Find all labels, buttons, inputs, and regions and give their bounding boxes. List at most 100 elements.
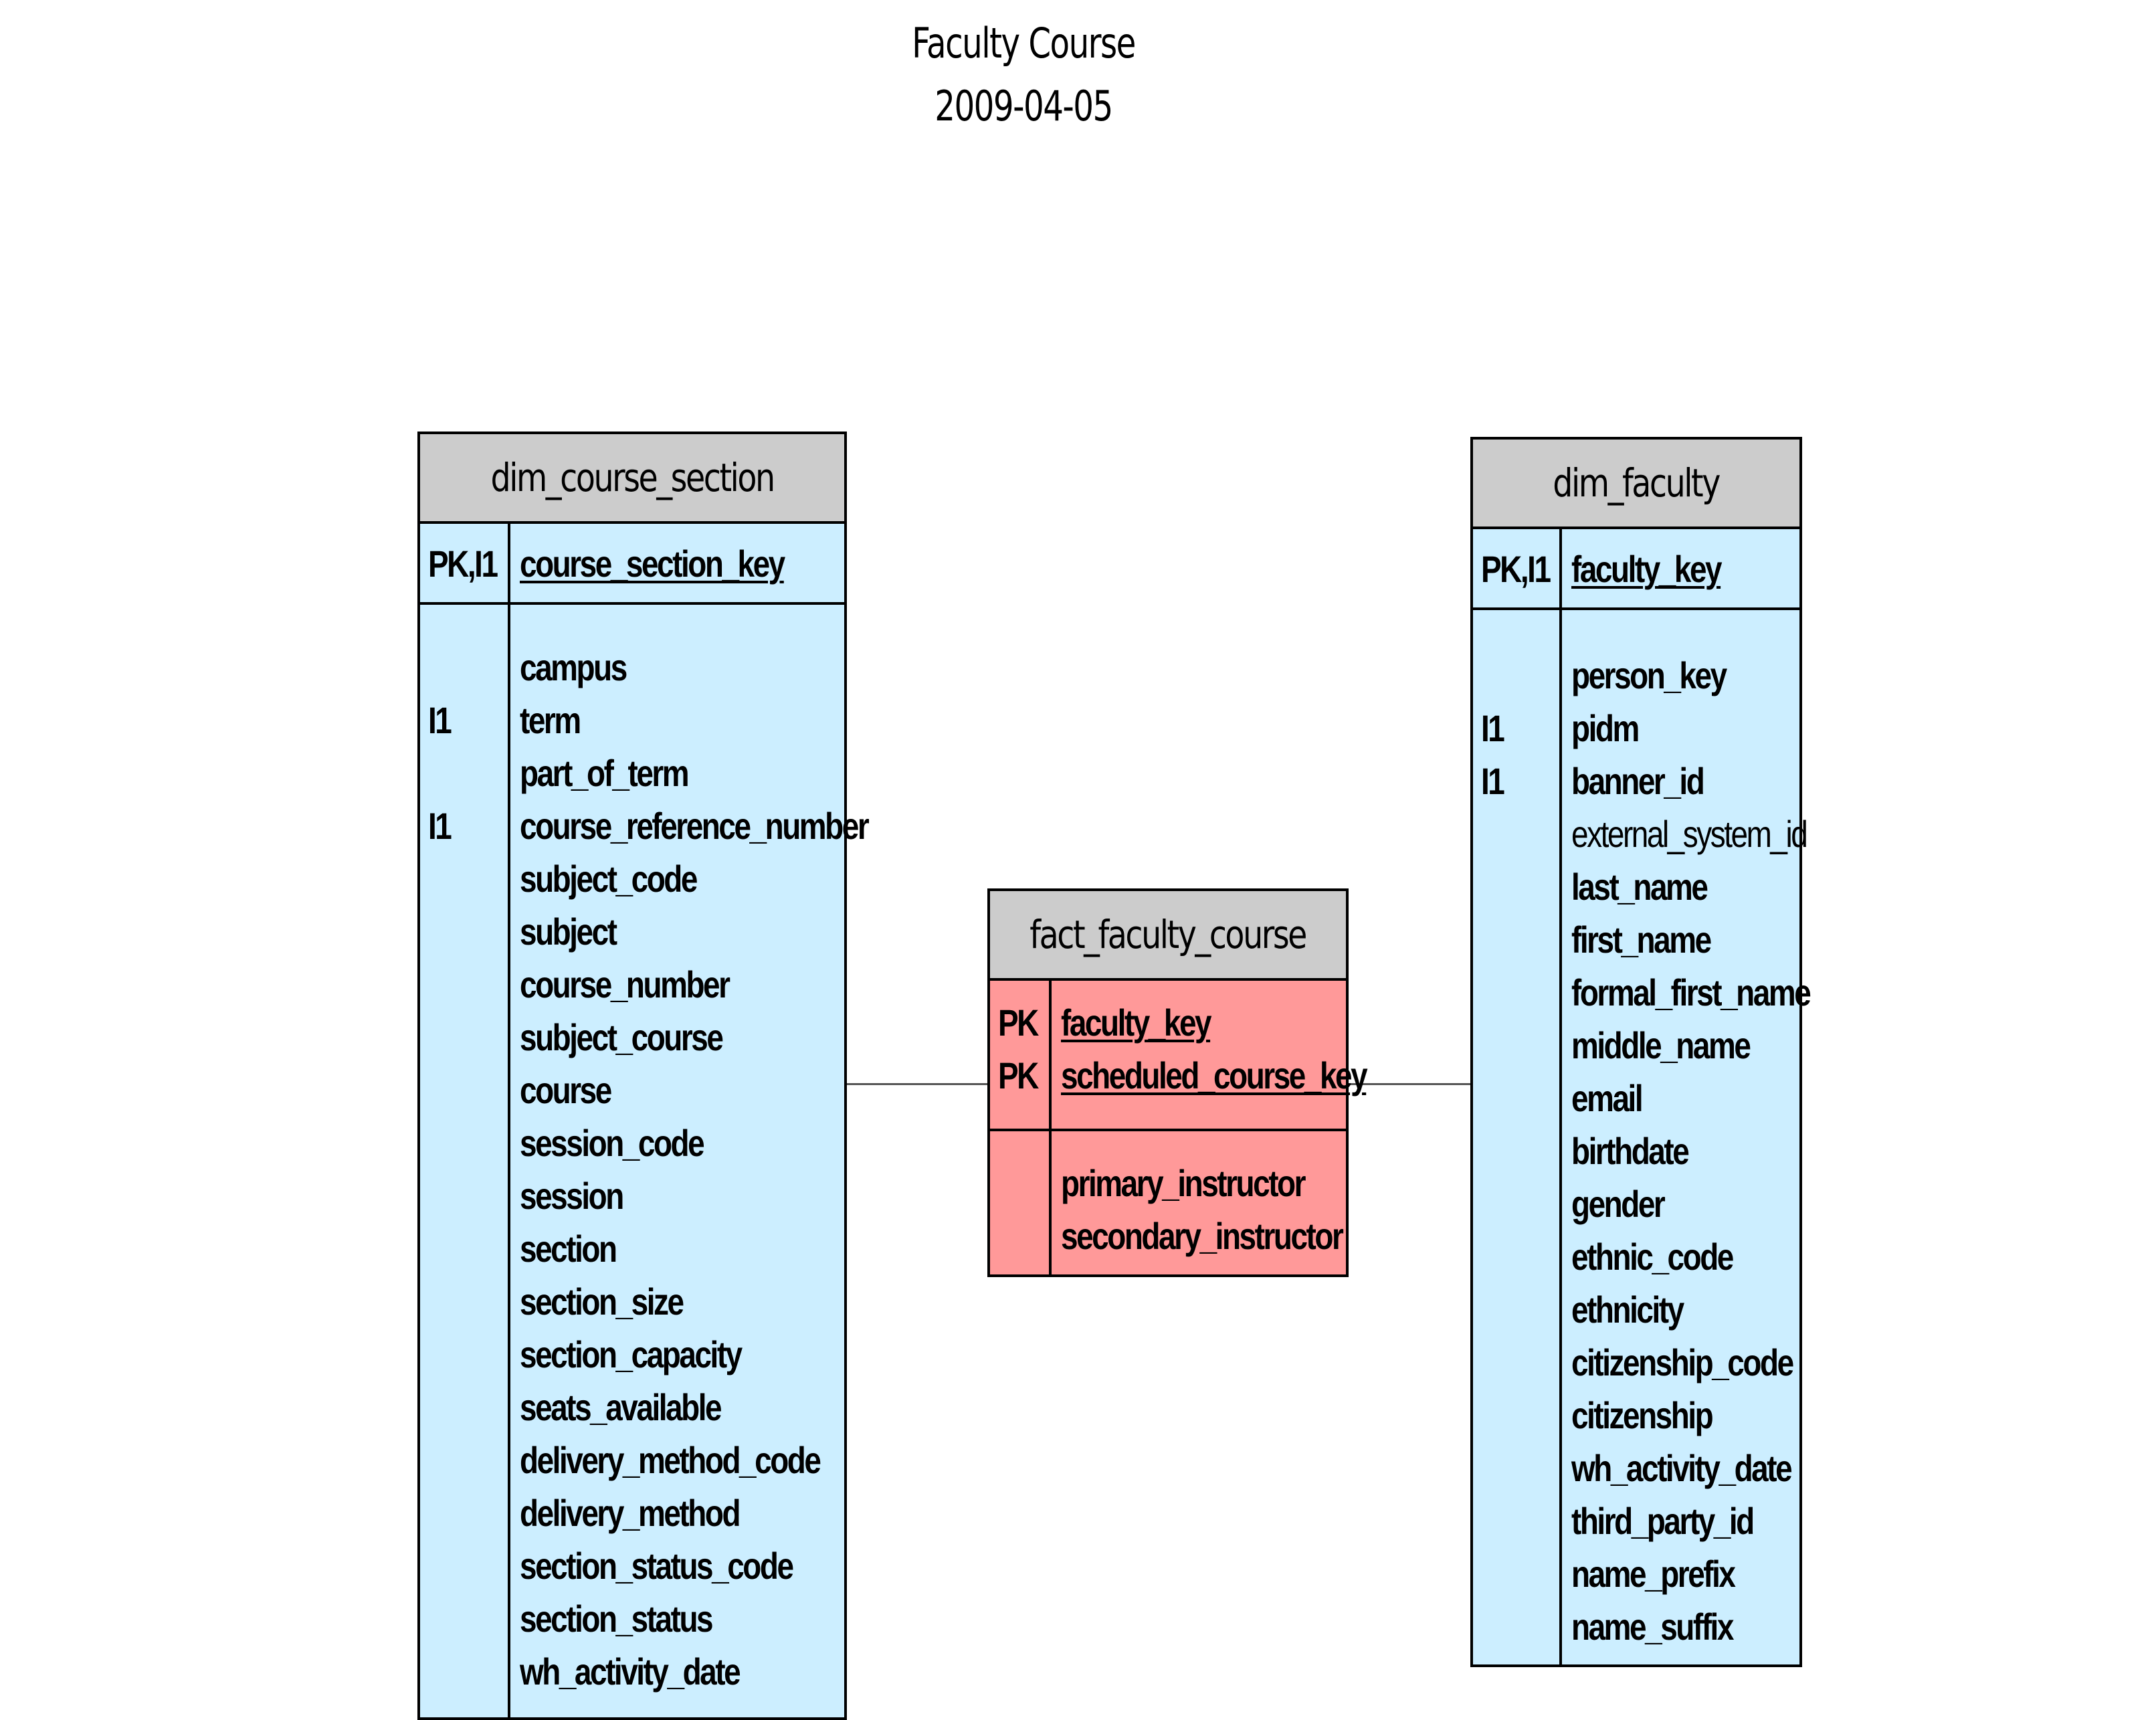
attribute-row: citizenship	[1473, 1389, 1799, 1442]
attribute-row: part_of_term	[420, 747, 844, 799]
key-marker: PK	[998, 1001, 1039, 1044]
field-name: middle_name	[1571, 1024, 1751, 1066]
entity-name: dim_course_section	[490, 455, 775, 500]
diagram-title-name: Faculty Course	[912, 19, 1136, 68]
entity-name: fact_faculty_course	[1030, 912, 1308, 957]
field-name: campus	[520, 646, 627, 688]
field-name: session_code	[520, 1122, 705, 1164]
attribute-row: section	[420, 1222, 844, 1275]
attribute-row: campus	[420, 641, 844, 694]
attribute-row: seats_available	[420, 1381, 844, 1434]
field-name: wh_activity_date	[520, 1650, 741, 1693]
field-name: citizenship	[1571, 1394, 1714, 1436]
field-name: section	[520, 1228, 617, 1270]
field-name: formal_first_name	[1571, 971, 1811, 1014]
field-name: banner_id	[1571, 760, 1705, 802]
column-divider	[1559, 610, 1562, 1664]
attribute-row: person_key	[1473, 649, 1799, 702]
attribute-row: course_number	[420, 958, 844, 1011]
attribute-row: wh_activity_date	[420, 1645, 844, 1698]
column-divider	[508, 605, 510, 1717]
field-name: subject	[520, 911, 617, 953]
primary-key-section: PK,I1 faculty_key	[1473, 529, 1799, 610]
pk-row: PK scheduled_course_key	[990, 1049, 1368, 1102]
attribute-row: I1 pidm	[1473, 702, 1799, 755]
field-name: section_status_code	[520, 1545, 794, 1587]
field-name: part_of_term	[520, 752, 690, 794]
attribute-row: external_system_id	[1473, 807, 1808, 860]
field-name: section_status	[520, 1598, 714, 1640]
key-marker: I1	[428, 699, 452, 741]
field-name: seats_available	[520, 1386, 722, 1428]
entity-name: dim_faculty	[1553, 460, 1721, 506]
attribute-row: section_capacity	[420, 1328, 844, 1381]
attribute-row: subject_course	[420, 1011, 844, 1064]
entity-header: dim_faculty	[1473, 440, 1799, 529]
attribute-row: session_code	[420, 1117, 844, 1169]
attribute-row: delivery_method	[420, 1487, 844, 1539]
field-name: primary_instructor	[1061, 1162, 1306, 1204]
attribute-row: I1 term	[420, 694, 844, 747]
column-divider	[1049, 1131, 1052, 1274]
attribute-row: middle_name	[1473, 1019, 1799, 1072]
field-name: birthdate	[1571, 1130, 1690, 1172]
entity-dim-faculty[interactable]: dim_faculty PK,I1 faculty_key person_key…	[1470, 437, 1811, 1667]
column-divider	[508, 524, 510, 602]
attribute-row: section_status	[420, 1592, 844, 1645]
attribute-row: section_size	[420, 1275, 844, 1328]
attribute-row: email	[1473, 1072, 1799, 1125]
field-name: session	[520, 1175, 624, 1217]
attribute-row: name_prefix	[1473, 1547, 1799, 1600]
field-name: secondary_instructor	[1061, 1215, 1344, 1257]
attribute-row: course	[420, 1064, 844, 1117]
key-marker: PK	[998, 1054, 1039, 1096]
field-name: course	[520, 1069, 612, 1111]
field-name: email	[1571, 1077, 1644, 1119]
pk-row: PK,I1 course_section_key	[420, 537, 844, 590]
field-name: name_suffix	[1571, 1606, 1734, 1648]
key-marker: I1	[428, 805, 452, 847]
field-name: subject_code	[520, 858, 698, 900]
attribute-row: formal_first_name	[1473, 966, 1811, 1019]
field-name: first_name	[1571, 919, 1712, 961]
attribute-row: delivery_method_code	[420, 1434, 844, 1487]
attribute-row: secondary_instructor	[990, 1210, 1346, 1262]
field-name: pidm	[1571, 707, 1640, 749]
attribute-row: last_name	[1473, 860, 1799, 913]
key-marker: PK,I1	[1481, 548, 1551, 590]
field-name: delivery_method_code	[520, 1439, 821, 1481]
diagram-title: Faculty Course 2009-04-05	[225, 12, 1822, 138]
field-name: faculty_key	[1061, 1001, 1212, 1044]
field-name: term	[520, 699, 581, 741]
field-name: person_key	[1571, 654, 1727, 696]
field-name: ethnic_code	[1571, 1236, 1734, 1278]
pk-row: PK faculty_key	[990, 996, 1346, 1049]
entity-dim-course-section[interactable]: dim_course_section PK,I1 course_section_…	[417, 432, 870, 1720]
attribute-row: subject	[420, 905, 844, 958]
entity-header: dim_course_section	[420, 434, 844, 524]
relationship-line-faculty	[1349, 1083, 1470, 1085]
field-name: course_number	[520, 963, 730, 1006]
attribute-row: birthdate	[1473, 1125, 1799, 1177]
primary-key-section: PK,I1 course_section_key	[420, 524, 844, 605]
field-name: faculty_key	[1571, 548, 1723, 590]
column-divider	[1049, 981, 1052, 1129]
field-name: subject_course	[520, 1016, 724, 1058]
key-marker: PK,I1	[428, 543, 498, 585]
attribute-row: primary_instructor	[990, 1157, 1346, 1210]
attribute-row: session	[420, 1169, 844, 1222]
entity-fact-faculty-course[interactable]: fact_faculty_course PK faculty_key PK sc…	[987, 888, 1368, 1277]
pk-row: PK,I1 faculty_key	[1473, 543, 1799, 595]
field-name: scheduled_course_key	[1061, 1054, 1368, 1096]
field-name: course_reference_number	[520, 805, 870, 847]
attribute-row: gender	[1473, 1177, 1799, 1230]
attribute-row: name_suffix	[1473, 1600, 1799, 1653]
entity-header: fact_faculty_course	[990, 891, 1346, 981]
key-marker: I1	[1481, 707, 1505, 749]
field-name: course_section_key	[520, 543, 785, 585]
diagram-title-date: 2009-04-05	[935, 82, 1113, 130]
field-name: third_party_id	[1571, 1500, 1755, 1542]
